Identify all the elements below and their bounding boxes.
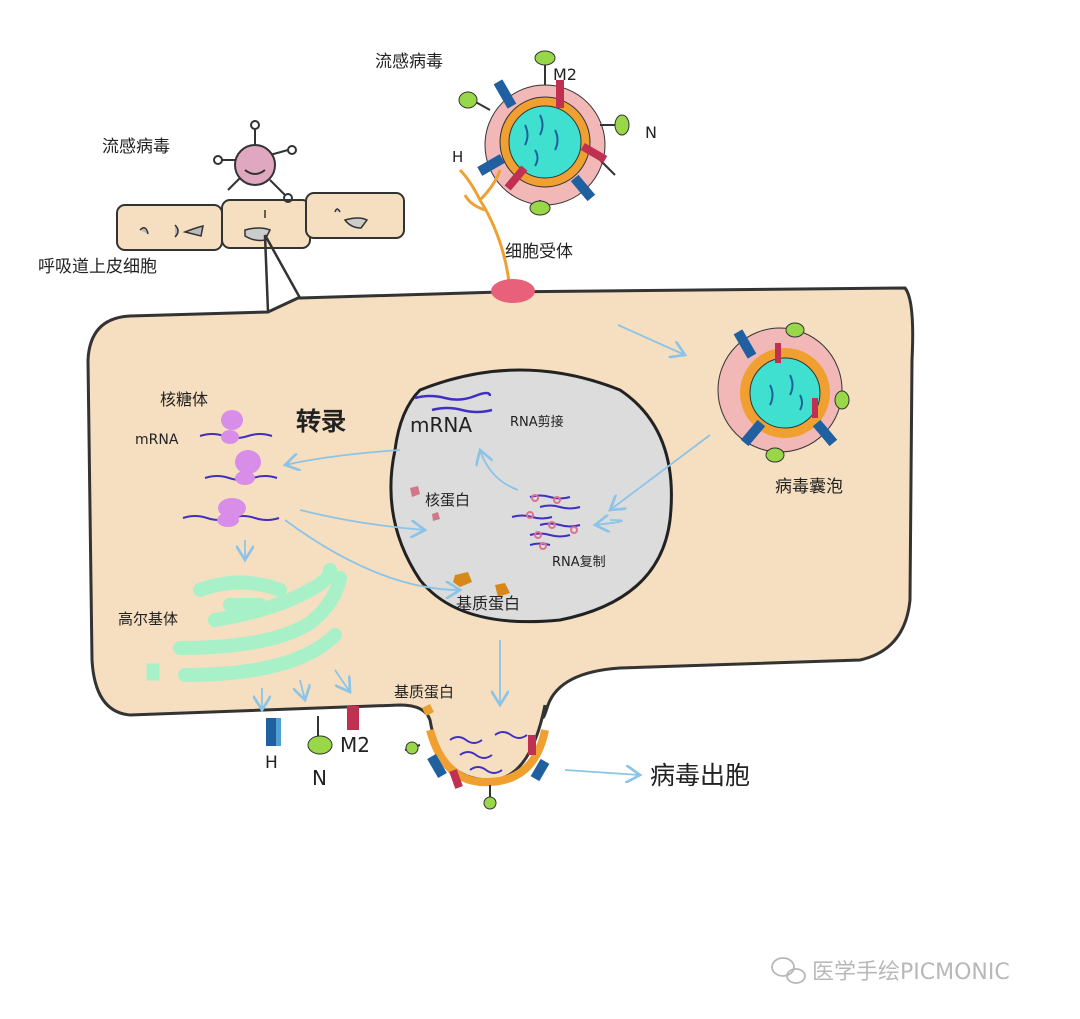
budding-virus	[404, 728, 550, 810]
rna-replication-strands	[511, 494, 581, 550]
label-flu-virus-left: 流感病毒	[102, 137, 170, 157]
label-flu-virus-top: 流感病毒	[375, 52, 443, 72]
nuclear-mrna-strands	[414, 391, 493, 414]
label-golgi: 高尔基体	[118, 610, 178, 628]
wechat-logo-icon	[771, 957, 806, 984]
label-m2-top: M2	[553, 65, 577, 84]
label-matrix-protein-nucleus: 基质蛋白	[456, 594, 520, 613]
label-n-bottom: N	[312, 766, 327, 790]
label-m2-bottom: M2	[340, 733, 370, 757]
watermark: 医学手绘PICMONIC	[812, 960, 1010, 985]
process-arrows	[245, 324, 711, 775]
label-matrix-protein-bud: 基质蛋白	[394, 683, 454, 701]
zoom-pointer	[263, 234, 302, 313]
label-ribosome: 核糖体	[160, 390, 208, 409]
cell-receptor	[491, 279, 535, 303]
membrane-proteins	[266, 706, 359, 755]
label-n-top: N	[645, 123, 657, 142]
nucleoprotein-icon	[432, 512, 440, 521]
label-h-top: H	[452, 148, 463, 166]
virus-vesicle-icon	[717, 322, 850, 463]
label-mrna-cyto: mRNA	[135, 432, 179, 448]
label-transcription: 转录	[296, 407, 346, 436]
label-airway-epithelium: 呼吸道上皮细胞	[38, 257, 157, 277]
label-nucleoprotein: 核蛋白	[425, 491, 470, 509]
label-cell-receptor: 细胞受体	[505, 242, 573, 262]
label-virus-exit: 病毒出胞	[650, 761, 750, 790]
airway-epithelial-cells	[116, 192, 405, 251]
label-virus-vesicle: 病毒囊泡	[775, 477, 843, 497]
label-rna-splicing: RNA剪接	[510, 414, 564, 430]
label-h-bottom: H	[265, 753, 278, 773]
label-rna-replication: RNA复制	[552, 555, 606, 570]
cell-receptor-stalk	[458, 168, 512, 291]
nucleoprotein-icon	[410, 486, 420, 497]
small-flu-virus-icon	[213, 120, 297, 203]
matrix-protein-icon	[422, 704, 434, 716]
influenza-virus-icon	[458, 50, 630, 216]
label-mrna-nucleus: mRNA	[410, 413, 472, 437]
golgi-apparatus	[146, 563, 347, 682]
ribosomes	[182, 410, 280, 527]
matrix-protein-icon	[495, 583, 510, 597]
